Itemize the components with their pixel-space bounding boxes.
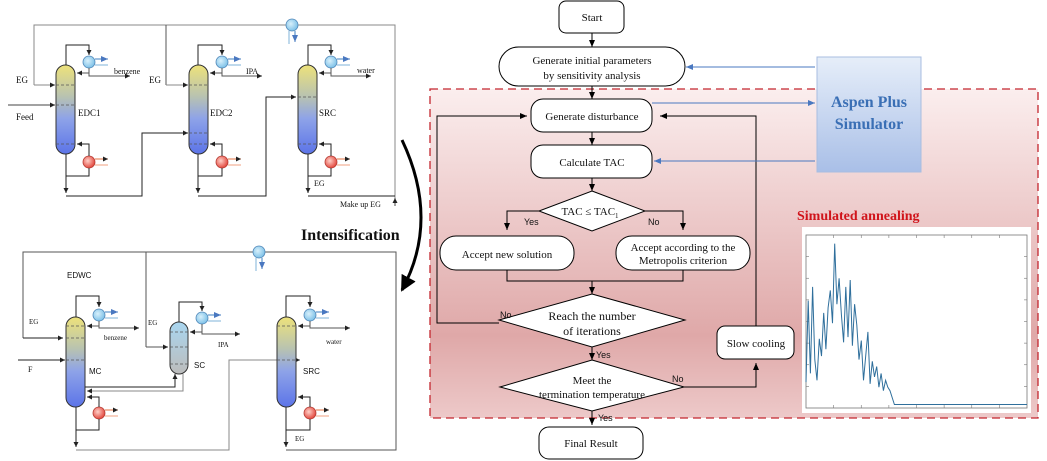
label-src: SRC bbox=[319, 108, 336, 118]
slow-cooling-label: Slow cooling bbox=[727, 338, 786, 350]
label-eg-1: EG bbox=[16, 75, 28, 85]
init-label-line2: by sensitivity analysis bbox=[543, 70, 640, 82]
conventional-process-diagram: EG Feed EDC1 benzene EG EDC2 IPA SRC wat… bbox=[8, 18, 398, 209]
condenser-icon bbox=[303, 308, 317, 322]
yes-label-tac: Yes bbox=[524, 217, 539, 227]
simulator-label-line2: Simulator bbox=[835, 116, 903, 133]
accept-metropolis-node bbox=[615, 235, 751, 271]
column-src-intensified bbox=[276, 316, 297, 408]
cooler-icon bbox=[252, 245, 266, 259]
label-eg-1: EG bbox=[29, 318, 38, 326]
condenser-icon bbox=[82, 55, 96, 69]
reboiler-icon bbox=[215, 155, 229, 169]
condenser-icon bbox=[324, 55, 338, 69]
label-eg-bottoms: EG bbox=[314, 179, 325, 188]
label-makeup-eg: Make up EG bbox=[340, 200, 381, 209]
intensification-label: Intensification bbox=[301, 227, 400, 244]
label-edc2: EDC2 bbox=[210, 108, 233, 118]
termination-line1: Meet the bbox=[573, 375, 612, 387]
start-label: Start bbox=[582, 12, 603, 24]
termination-decision-node bbox=[498, 359, 686, 412]
init-label-line1: Generate initial parameters bbox=[532, 55, 651, 67]
iterations-line2: of iterations bbox=[563, 324, 621, 338]
solvent-recycle-line bbox=[33, 24, 396, 198]
label-edc1: EDC1 bbox=[78, 108, 101, 118]
label-feed: Feed bbox=[16, 112, 34, 122]
simulated-annealing-title: Simulated annealing bbox=[797, 209, 920, 224]
tac-decision-label: TAC ≤ TAC1 bbox=[561, 206, 619, 220]
disturbance-label: Generate disturbance bbox=[545, 111, 638, 123]
termination-line2: termination temperature bbox=[539, 389, 645, 401]
column-edc1 bbox=[55, 64, 76, 155]
yes-label-termination: Yes bbox=[598, 413, 613, 423]
label-mc: MC bbox=[89, 367, 102, 376]
reboiler-icon bbox=[324, 155, 338, 169]
intensification-arrow-icon bbox=[400, 139, 423, 292]
iterations-line1: Reach the number bbox=[548, 309, 635, 323]
no-label-tac: No bbox=[648, 217, 660, 227]
condenser-icon bbox=[195, 311, 209, 325]
flowchart bbox=[436, 0, 815, 460]
condenser-icon bbox=[215, 55, 229, 69]
calculate-tac-node bbox=[530, 144, 653, 179]
no-label-iterations: No bbox=[500, 310, 512, 320]
label-water: water bbox=[326, 338, 342, 346]
final-result-node bbox=[538, 426, 644, 460]
label-water: water bbox=[357, 66, 375, 75]
label-ipa: IPA bbox=[246, 67, 258, 76]
intensified-process-diagram: EDWC bbox=[18, 245, 397, 451]
final-result-label: Final Result bbox=[564, 438, 617, 450]
label-benzene: benzene bbox=[104, 334, 127, 342]
yes-label-iterations: Yes bbox=[596, 350, 611, 360]
column-src bbox=[297, 64, 318, 155]
accept-new-label: Accept new solution bbox=[462, 249, 553, 261]
aspen-plus-simulator-box bbox=[816, 56, 922, 173]
label-eg-bottoms: EG bbox=[295, 435, 304, 443]
label-ipa: IPA bbox=[218, 341, 229, 349]
calc-tac-label: Calculate TAC bbox=[559, 157, 624, 169]
label-feed: F bbox=[28, 365, 33, 374]
series-line-tac bbox=[805, 243, 1027, 405]
no-label-termination: No bbox=[672, 374, 684, 384]
label-src: SRC bbox=[303, 367, 320, 376]
start-node bbox=[558, 0, 625, 34]
reboiler-icon bbox=[303, 406, 317, 420]
accept-new-solution-node bbox=[439, 235, 575, 271]
label-eg-2: EG bbox=[149, 75, 161, 85]
sa-plot-background bbox=[802, 227, 1031, 413]
accept-metro-line2: Metropolis criterion bbox=[639, 255, 728, 267]
condenser-icon bbox=[92, 308, 106, 322]
sa-plot bbox=[805, 234, 1028, 409]
init-parameters-node bbox=[498, 46, 686, 87]
column-edc2 bbox=[188, 64, 209, 155]
column-sc bbox=[169, 321, 189, 375]
simulator-label-line1: Aspen Plus bbox=[831, 94, 907, 111]
column-mc bbox=[65, 316, 86, 408]
tac-decision-node bbox=[537, 190, 647, 232]
generate-disturbance-node bbox=[530, 98, 653, 133]
cooler-icon bbox=[285, 18, 299, 32]
accept-metro-line1: Accept according to the bbox=[631, 242, 736, 254]
label-edwc: EDWC bbox=[67, 271, 92, 280]
reboiler-icon bbox=[92, 406, 106, 420]
slow-cooling-node bbox=[716, 325, 795, 360]
label-benzene: benzene bbox=[114, 67, 141, 76]
label-eg-2: EG bbox=[148, 319, 157, 327]
iterations-decision-node bbox=[497, 293, 687, 348]
label-sc: SC bbox=[194, 361, 205, 370]
reboiler-icon bbox=[82, 155, 96, 169]
